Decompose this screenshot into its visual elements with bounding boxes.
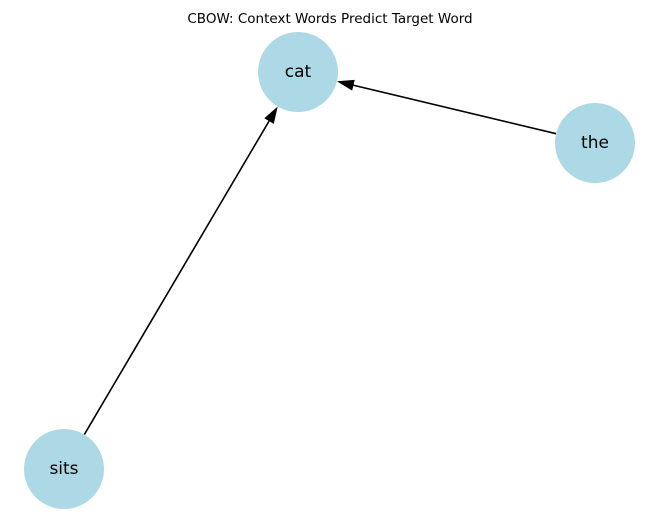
- edge-line: [353, 84, 557, 135]
- graph-node-the[interactable]: the: [555, 103, 635, 183]
- node-circle: [555, 103, 635, 183]
- edge-line: [83, 120, 270, 435]
- graph-edge[interactable]: [336, 79, 557, 135]
- nodes-layer: cat the sits: [24, 32, 635, 509]
- page-title: CBOW: Context Words Predict Target Word: [187, 11, 472, 27]
- node-circle: [258, 32, 338, 112]
- edge-arrowhead: [264, 106, 278, 124]
- node-circle: [24, 429, 104, 509]
- node-label: cat: [285, 62, 312, 82]
- node-label: the: [581, 133, 609, 153]
- graph-node-sits[interactable]: sits: [24, 429, 104, 509]
- edges-layer: [83, 79, 557, 435]
- node-label: sits: [49, 459, 78, 479]
- edge-arrowhead: [336, 79, 355, 91]
- graph-edge[interactable]: [83, 106, 278, 435]
- graph-node-cat[interactable]: cat: [258, 32, 338, 112]
